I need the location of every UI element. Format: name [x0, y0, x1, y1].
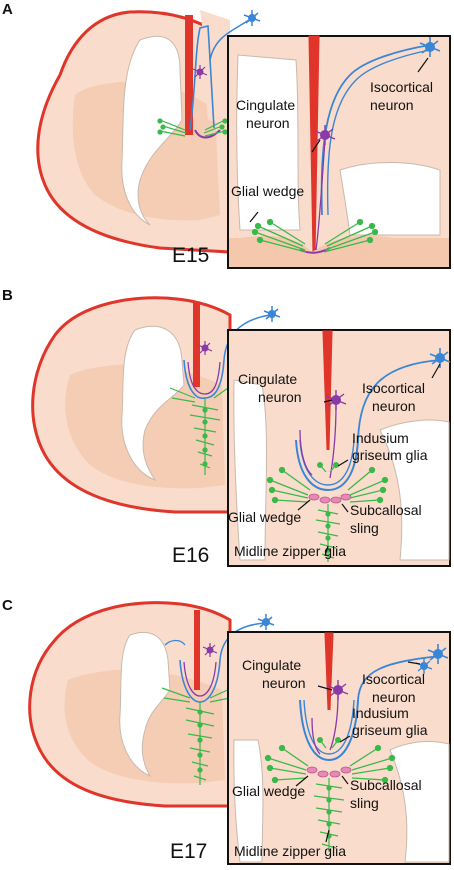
- glial-wedge-cells: [266, 466, 389, 504]
- brain-section: [28, 601, 275, 808]
- subcallosal-sling: [306, 766, 352, 778]
- isocortical-label-line1: Isocortical: [370, 79, 433, 95]
- indusium-griseum-glia: [317, 737, 341, 749]
- zipper-label: Midline zipper glia: [234, 843, 346, 859]
- cingulate-neuron-icon: [192, 65, 208, 79]
- indusium-label-line1: Indusium: [352, 430, 409, 446]
- midline-zipper-glia: [189, 398, 221, 475]
- subcallosal-sling: [308, 493, 352, 504]
- stage-label: E16: [172, 544, 209, 567]
- cingulate-neuron-icon: [314, 125, 336, 145]
- indusium-label-line1: Indusium: [352, 705, 409, 721]
- arrow-icon: [311, 139, 321, 153]
- panel-c-diagram: C: [2, 597, 451, 865]
- indusium-griseum-glia: [317, 462, 339, 473]
- cingulate-label-line2: neuron: [246, 115, 290, 131]
- brain-section: [31, 296, 281, 514]
- isocortical-label-line1: Isocortical: [362, 671, 425, 687]
- arrow-icon: [323, 399, 333, 403]
- panel-letter: B: [2, 290, 13, 304]
- arrow-icon: [295, 775, 309, 787]
- midline-zipper-glia: [313, 778, 345, 852]
- glial-wedge-cells: [169, 387, 229, 403]
- stage-label: E17: [170, 840, 207, 863]
- arrow-icon: [324, 545, 329, 557]
- panel-letter: C: [2, 597, 13, 614]
- arrow-icon: [249, 211, 259, 223]
- glial-wedge-label: Glial wedge: [228, 509, 301, 525]
- stage-label: E15: [172, 244, 209, 267]
- subcallosal-label-line2: sling: [350, 795, 379, 811]
- arrow-icon: [317, 685, 333, 691]
- isocortical-label-line2: neuron: [372, 398, 416, 414]
- isocortical-neuron-icon: [263, 306, 281, 322]
- zipper-label: Midline zipper glia: [234, 543, 346, 559]
- arrow-icon: [339, 735, 351, 743]
- subcallosal-label-line2: sling: [350, 520, 379, 536]
- inset-c: Cingulate neuron Isocortical neuron Indu…: [227, 631, 451, 865]
- glial-wedge-cells: [264, 744, 396, 784]
- arrow-icon: [341, 775, 349, 785]
- glial-wedge-cells: [161, 687, 233, 703]
- subcallosal-label-line1: Subcallosal: [350, 502, 422, 518]
- glial-wedge-label: Glial wedge: [232, 783, 305, 799]
- midline-pial: [194, 610, 200, 690]
- arrow-icon: [417, 57, 429, 73]
- brain-section: [36, 10, 261, 254]
- cingulate-neuron-icon: [197, 341, 213, 355]
- indusium-label-line2: griseum glia: [352, 447, 428, 463]
- isocortical-neuron-icon: [429, 348, 451, 368]
- inset-a: Isocortical neuron Cingulate neuron Glia…: [227, 35, 451, 269]
- midline-zipper-glia: [185, 702, 215, 785]
- midline-pial: [185, 15, 193, 135]
- panel-letter: A: [2, 1, 13, 18]
- cingulate-label-line1: Cingulate: [236, 97, 295, 113]
- subcallosal-label-line1: Subcallosal: [350, 777, 422, 793]
- midline-pial: [322, 330, 333, 451]
- cingulate-label-line1: Cingulate: [238, 371, 297, 387]
- arrow-icon: [407, 661, 421, 665]
- arrow-icon: [337, 459, 349, 467]
- cingulate-label-line2: neuron: [262, 675, 306, 691]
- arrow-icon: [341, 503, 349, 513]
- panel-b-diagram: B: [2, 290, 451, 567]
- glial-wedge-cells: [251, 218, 379, 253]
- inset-b: Cingulate neuron Isocortical neuron Indu…: [227, 329, 451, 567]
- midline-pial: [193, 302, 200, 387]
- panel-a: A: [0, 0, 454, 290]
- midline-pial: [324, 632, 334, 711]
- glial-wedge-label: Glial wedge: [231, 183, 304, 199]
- isocortical-label-line1: Isocortical: [362, 380, 425, 396]
- isocortical-neuron-icon: [257, 614, 275, 630]
- isocortical-neuron-icon: [419, 37, 441, 57]
- isocortical-label-line2: neuron: [372, 689, 416, 705]
- arrow-icon: [297, 499, 311, 511]
- isocortical-neuron-icon: [415, 658, 433, 674]
- arrow-icon: [431, 363, 441, 379]
- cingulate-neuron-icon: [202, 643, 218, 657]
- arrow-icon: [325, 829, 330, 843]
- cingulate-label-line2: neuron: [258, 389, 302, 405]
- panel-b: B: [0, 290, 454, 590]
- cingulate-label-line1: Cingulate: [242, 657, 301, 673]
- panel-a-diagram: A: [2, 1, 451, 269]
- cingulate-neuron-icon: [327, 680, 349, 700]
- panel-c: C: [0, 590, 454, 870]
- indusium-label-line2: griseum glia: [352, 722, 428, 738]
- isocortical-neuron-icon: [427, 644, 449, 664]
- isocortical-label-line2: neuron: [370, 97, 414, 113]
